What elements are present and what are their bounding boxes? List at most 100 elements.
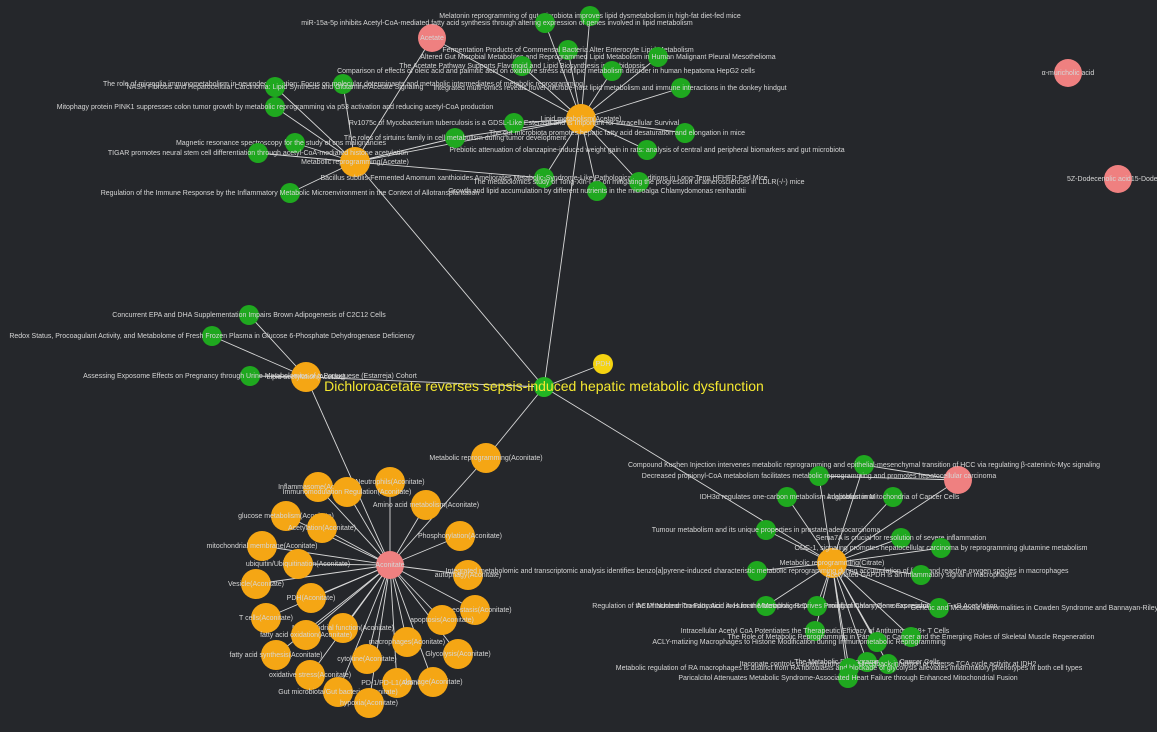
node-q_acly_matizing[interactable]: ACLY-matizing Macrophages to Histone Mod… xyxy=(652,632,946,652)
node-q_role[interactable]: The Role of Metabolic Reprogramming in P… xyxy=(728,627,1095,647)
node-p_microglia[interactable]: The role of microglia immunometabolism i… xyxy=(103,74,583,94)
node-p_growth[interactable]: Growth and lipid accumulation by differe… xyxy=(448,181,746,201)
node-circle-t_apoptosis[interactable] xyxy=(427,605,457,635)
node-circle-p_acetate_pathway[interactable] xyxy=(512,56,532,76)
node-circle-q_sema7a[interactable] xyxy=(891,528,911,548)
node-circle-lipid_metab[interactable] xyxy=(566,104,596,134)
node-q_idh3a[interactable]: IDH3α regulates one-carbon metabolism in… xyxy=(700,487,875,507)
node-circle-q_paricalcitol[interactable] xyxy=(838,668,858,688)
node-circle-p_magnetic[interactable] xyxy=(285,133,305,153)
node-circle-p_pink1[interactable] xyxy=(265,97,285,117)
node-p_pink1[interactable]: Mitophagy protein PINK1 suppresses colon… xyxy=(57,97,494,117)
node-q_paricalcitol[interactable]: Paricalcitol Attenuates Metabolic Syndro… xyxy=(678,668,1018,688)
node-t_vesicle[interactable]: Vesicle(Aconitate) xyxy=(228,569,284,599)
node-circle-t_glycolysis[interactable] xyxy=(443,639,473,669)
node-p_mir15a[interactable]: miR-15a-5p inhibits Acetyl-CoA-mediated … xyxy=(301,13,693,33)
node-q_sema7a[interactable]: Sema7A is crucial for resolution of seve… xyxy=(816,528,987,548)
node-p_altered_gut[interactable]: Altered Gut Microbial Metabolites and Re… xyxy=(420,47,776,67)
node-circle-p_gut_microbiota[interactable] xyxy=(675,123,695,143)
node-circle-t_mito_function[interactable] xyxy=(328,613,358,643)
node-circle-p_nash[interactable] xyxy=(265,77,285,97)
node-circle-t_autophagy[interactable] xyxy=(453,560,483,590)
node-circle-t_mito_membrane[interactable] xyxy=(247,531,277,561)
node-circle-q_mito_adapt[interactable] xyxy=(883,487,903,507)
node-circle-p_mir15a[interactable] xyxy=(535,13,555,33)
node-p_epa[interactable]: Concurrent EPA and DHA Supplementation I… xyxy=(112,305,386,325)
node-circle-p_rv1075c[interactable] xyxy=(504,113,524,133)
node-circle-p_regulation[interactable] xyxy=(280,183,300,203)
node-circle-t_damage[interactable] xyxy=(418,667,448,697)
node-t_damage[interactable]: damage(Aconitate) xyxy=(403,667,463,697)
node-t_homeostasis[interactable]: homeostasis(Aconitate) xyxy=(438,595,512,625)
node-circle-p_sirtuins[interactable] xyxy=(445,128,465,148)
node-circle-q_gapdh[interactable] xyxy=(911,565,931,585)
node-circle-q_itaconate[interactable] xyxy=(878,654,898,674)
node-aconitate[interactable]: Aconitate xyxy=(375,551,405,579)
node-t_autophagy[interactable]: autophagy(Aconitate) xyxy=(435,560,502,590)
node-circle-t_neutrophils[interactable] xyxy=(375,467,405,497)
node-mr_citrate[interactable]: Metabolic reprogramming(Citrate) xyxy=(780,548,885,578)
node-p_fermentation[interactable]: Fermentation Products of Commensal Bacte… xyxy=(442,40,694,60)
node-t_inflammasome[interactable]: Inflammasome(Aconitate) xyxy=(278,472,358,502)
node-mr_aconitate[interactable]: Metabolic reprogramming(Aconitate) xyxy=(429,443,543,473)
node-circle-q_mitofatty[interactable] xyxy=(756,596,776,616)
node-p_redox[interactable]: Redox Status, Procoagulant Activity, and… xyxy=(9,326,415,346)
node-circle-t_inflammasome[interactable] xyxy=(303,472,333,502)
node-circle-q_tumour[interactable] xyxy=(756,520,776,540)
node-circle-p_multiomics[interactable] xyxy=(671,78,691,98)
node-circle-p_melatonin[interactable] xyxy=(580,6,600,26)
node-t_pdh[interactable]: PDH(Aconitate) xyxy=(287,583,336,613)
node-circle-t_pd1[interactable] xyxy=(382,668,412,698)
node-circle-t_macrophages[interactable] xyxy=(392,627,422,657)
node-circle-center[interactable] xyxy=(534,377,554,397)
node-q_ods[interactable]: ODC-1, signaling promotes hepatocellular… xyxy=(795,538,1088,558)
node-q_intracellular[interactable]: Intracellular Acetyl CoA Potentiates the… xyxy=(681,621,950,641)
node-p_metabolomics[interactable]: The metabolomics study of Tong-Xin-Luo o… xyxy=(474,172,805,192)
node-t_fa_oxidation[interactable]: fatty acid oxidation(Aconitate) xyxy=(260,620,352,650)
node-circle-t_gut_bacteria[interactable] xyxy=(323,677,353,707)
node-q_itaconate[interactable]: Itaconate controls its own synthesis via… xyxy=(740,654,1037,674)
node-circle-q_kushen[interactable] xyxy=(854,455,874,475)
node-q_ch3k[interactable]: The Metabolic Reprogramming in Cancer Ce… xyxy=(794,652,940,672)
node-circle-p_metabolomics[interactable] xyxy=(629,172,649,192)
node-p_prebiotic[interactable]: Prebiotic attenuation of olanzapine-indu… xyxy=(449,140,845,160)
node-circle-mr_citrate[interactable] xyxy=(817,548,847,578)
node-center[interactable]: Dichloroacetate reverses sepsis-induced … xyxy=(324,377,764,397)
node-circle-p_bacillus[interactable] xyxy=(534,168,554,188)
node-p_tigar[interactable]: TIGAR promotes neural stem cell differen… xyxy=(108,143,408,163)
node-t_fa_synthesis[interactable]: fatty acid synthesis(Aconitate) xyxy=(230,640,323,670)
node-circle-p_exposome[interactable] xyxy=(240,366,260,386)
node-circle-q_integrated[interactable] xyxy=(747,561,767,581)
node-circle-mr_aconitate[interactable] xyxy=(471,443,501,473)
node-circle-p_microglia[interactable] xyxy=(333,74,353,94)
node-circle-t_phosphorylation[interactable] xyxy=(445,521,475,551)
node-circle-p_epa[interactable] xyxy=(239,305,259,325)
node-circle-q_bannayan[interactable] xyxy=(929,598,949,618)
node-tag[interactable]: PDH xyxy=(593,354,613,374)
node-circle-t_acetylation[interactable] xyxy=(307,513,337,543)
node-p_nash[interactable]: NASH Fibrosis and Hepatocellular Carcino… xyxy=(127,77,424,97)
node-circle-t_pdh[interactable] xyxy=(296,583,326,613)
node-p_exposome[interactable]: Assessing Exposome Effects on Pregnancy … xyxy=(83,366,417,386)
node-p_multiomics[interactable]: Integrated multi-omics reveals novel mic… xyxy=(433,78,787,98)
node-circle-lipid_acetyl[interactable] xyxy=(291,362,321,392)
node-t_immuno_reg[interactable]: Immunomodulation Regulation(Aconitate) xyxy=(283,477,412,507)
node-circle-tag[interactable] xyxy=(593,354,613,374)
node-circle-q_intracellular[interactable] xyxy=(805,621,825,641)
node-circle-p_prebiotic[interactable] xyxy=(637,140,657,160)
node-circle-t_glucose[interactable] xyxy=(271,501,301,531)
node-p_melatonin[interactable]: Melatonin reprogramming of gut microbiot… xyxy=(439,6,741,26)
node-circle-p_comparison[interactable] xyxy=(602,61,622,81)
node-p_acetate_pathway[interactable]: The Acetate Pathway Supports Flavonoid a… xyxy=(399,56,645,76)
node-p_magnetic[interactable]: Magnetic resonance spectroscopy for the … xyxy=(176,133,387,153)
node-circle-q_ch3k[interactable] xyxy=(857,652,877,672)
node-q_mitofatty[interactable]: Regulation of the Mitochondrion-Fatty Ac… xyxy=(592,596,940,616)
node-circle-t_vesicle[interactable] xyxy=(241,569,271,599)
node-circle-q_acly_matizing[interactable] xyxy=(867,632,887,652)
node-circle-q_acly_nuclear[interactable] xyxy=(807,596,827,616)
node-circle-t_hypoxia[interactable] xyxy=(354,688,384,718)
node-t_glucose[interactable]: glucose metabolism(Aconitate) xyxy=(238,501,334,531)
node-circle-aconitate[interactable] xyxy=(376,551,404,579)
node-circle-p_growth[interactable] xyxy=(587,181,607,201)
node-circle-metab_reprog_acetate[interactable] xyxy=(340,147,370,177)
